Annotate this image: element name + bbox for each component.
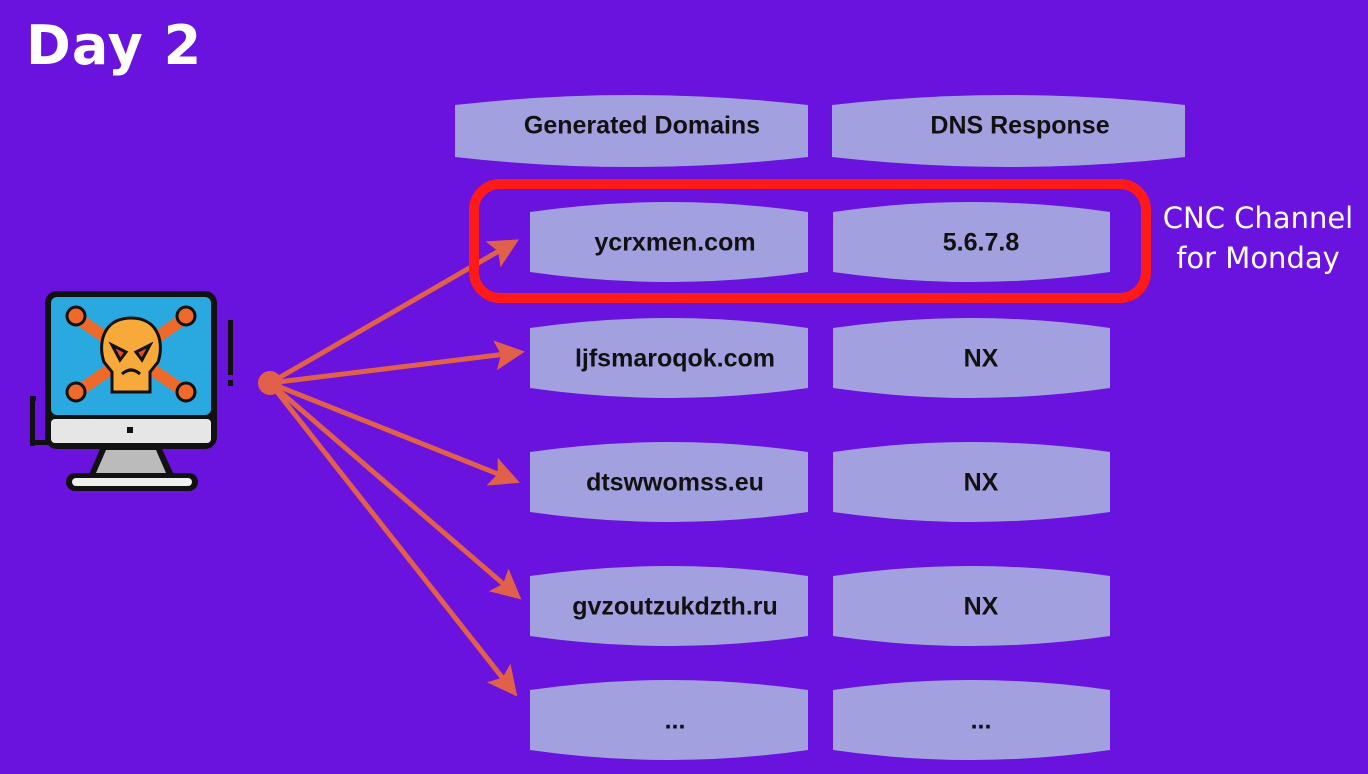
annotation-line-1: CNC Channel bbox=[1162, 201, 1354, 235]
domain-cell bbox=[530, 202, 808, 282]
dns-cell bbox=[833, 442, 1110, 522]
dns-response: NX bbox=[964, 469, 999, 497]
domain-cell bbox=[530, 566, 808, 646]
arrow bbox=[269, 380, 520, 486]
domain-cell bbox=[530, 318, 808, 398]
arrows-group bbox=[268, 239, 525, 697]
arrow bbox=[268, 239, 519, 386]
generated-domain: gvzoutzukdzth.ru bbox=[572, 593, 778, 621]
dns-response: 5.6.7.8 bbox=[943, 229, 1020, 257]
dns-cell bbox=[833, 566, 1110, 646]
cnc-highlight-box bbox=[469, 179, 1151, 303]
table-cells: Generated Domains DNS Response ycrxmen.c… bbox=[455, 95, 1185, 760]
dns-cell bbox=[833, 318, 1110, 398]
generated-domain: dtswwomss.eu bbox=[586, 469, 764, 497]
cnc-annotation: CNC Channel for Monday bbox=[1158, 198, 1358, 278]
domain-cell bbox=[530, 680, 808, 760]
arrow bbox=[268, 381, 518, 697]
header-generated-domains: Generated Domains bbox=[524, 112, 760, 140]
dns-response: NX bbox=[964, 593, 999, 621]
arrow bbox=[268, 381, 522, 600]
infected-computer-skull-icon bbox=[30, 291, 233, 491]
header-dns-response: DNS Response bbox=[930, 112, 1109, 140]
dns-response: NX bbox=[964, 345, 999, 373]
annotation-line-2: for Monday bbox=[1176, 241, 1340, 275]
generated-domain: ycrxmen.com bbox=[594, 229, 755, 257]
dns-cell bbox=[833, 202, 1110, 282]
source-node bbox=[258, 371, 282, 395]
dns-cell bbox=[833, 680, 1110, 760]
page-title: Day 2 bbox=[26, 14, 203, 77]
header-dns-response-shape bbox=[832, 95, 1185, 167]
dns-response: ... bbox=[971, 707, 992, 735]
arrow bbox=[269, 340, 525, 386]
generated-domain: ljfsmaroqok.com bbox=[575, 345, 775, 373]
domain-cell bbox=[530, 442, 808, 522]
generated-domain: ... bbox=[665, 707, 686, 735]
header-generated-domains-shape bbox=[455, 95, 808, 167]
